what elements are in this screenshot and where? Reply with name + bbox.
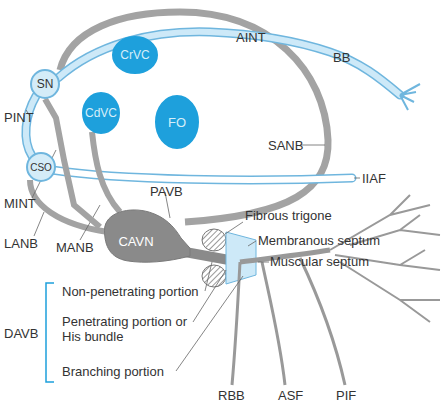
part-label: Muscular septum [270,254,369,269]
vessel-opening-shape [83,93,119,133]
part-label: MANB [56,240,94,255]
pif-branch [300,258,345,385]
part-label: PIF [336,388,356,403]
foramen-opening-shape [156,96,198,148]
rbb-branch [232,262,240,385]
node-label: CAVN [118,235,153,248]
node-label: CdVC [85,107,117,120]
part-label: SANB [268,138,303,153]
part-label: AINT [236,30,266,45]
vessel-opening: CrVC [112,36,158,74]
part-label: IIAF [362,171,386,186]
vessel-opening-shape [113,37,157,73]
part-label: Fibrous trigone [245,208,332,223]
manb-tract [92,132,120,212]
av-node-shape [105,210,191,262]
part-label: MINT [4,196,36,211]
asf-branch [262,262,285,385]
aint-band-edge [58,32,400,95]
part-label: LANB [4,236,38,251]
fibrous-trigone [202,229,226,251]
node-label: FO [168,116,186,129]
sinus-opening: CSO [26,152,56,182]
part-label: Penetrating portion or His bundle [62,314,202,344]
node-label: CrVC [120,49,149,62]
conduction-tract [45,99,100,227]
part-label: BB [333,50,350,65]
node-circle-shape [31,70,59,98]
part-label: Branching portion [62,364,164,379]
part-label: Membranous septum [258,233,380,248]
vessel-opening: CdVC [82,92,120,134]
node-label: SN [37,78,54,91]
node-label: CSO [30,161,52,174]
sinus-opening-shape [27,153,55,181]
pint-band-edge [26,96,36,156]
part-label: RBB [218,388,245,403]
part-label: ASF [278,388,303,403]
node-circle: SN [30,69,60,99]
part-label: PINT [4,110,34,125]
foramen-opening: FO [155,95,199,149]
davb-bracket [46,283,54,382]
av-node: CAVN [100,205,190,265]
bb-fingers [400,84,420,110]
part-label: PAVB [150,184,183,199]
part-label: Non-penetrating portion [62,284,199,299]
aint-band [58,32,400,95]
part-label: DAVB [4,326,38,341]
pint-band [26,96,36,156]
